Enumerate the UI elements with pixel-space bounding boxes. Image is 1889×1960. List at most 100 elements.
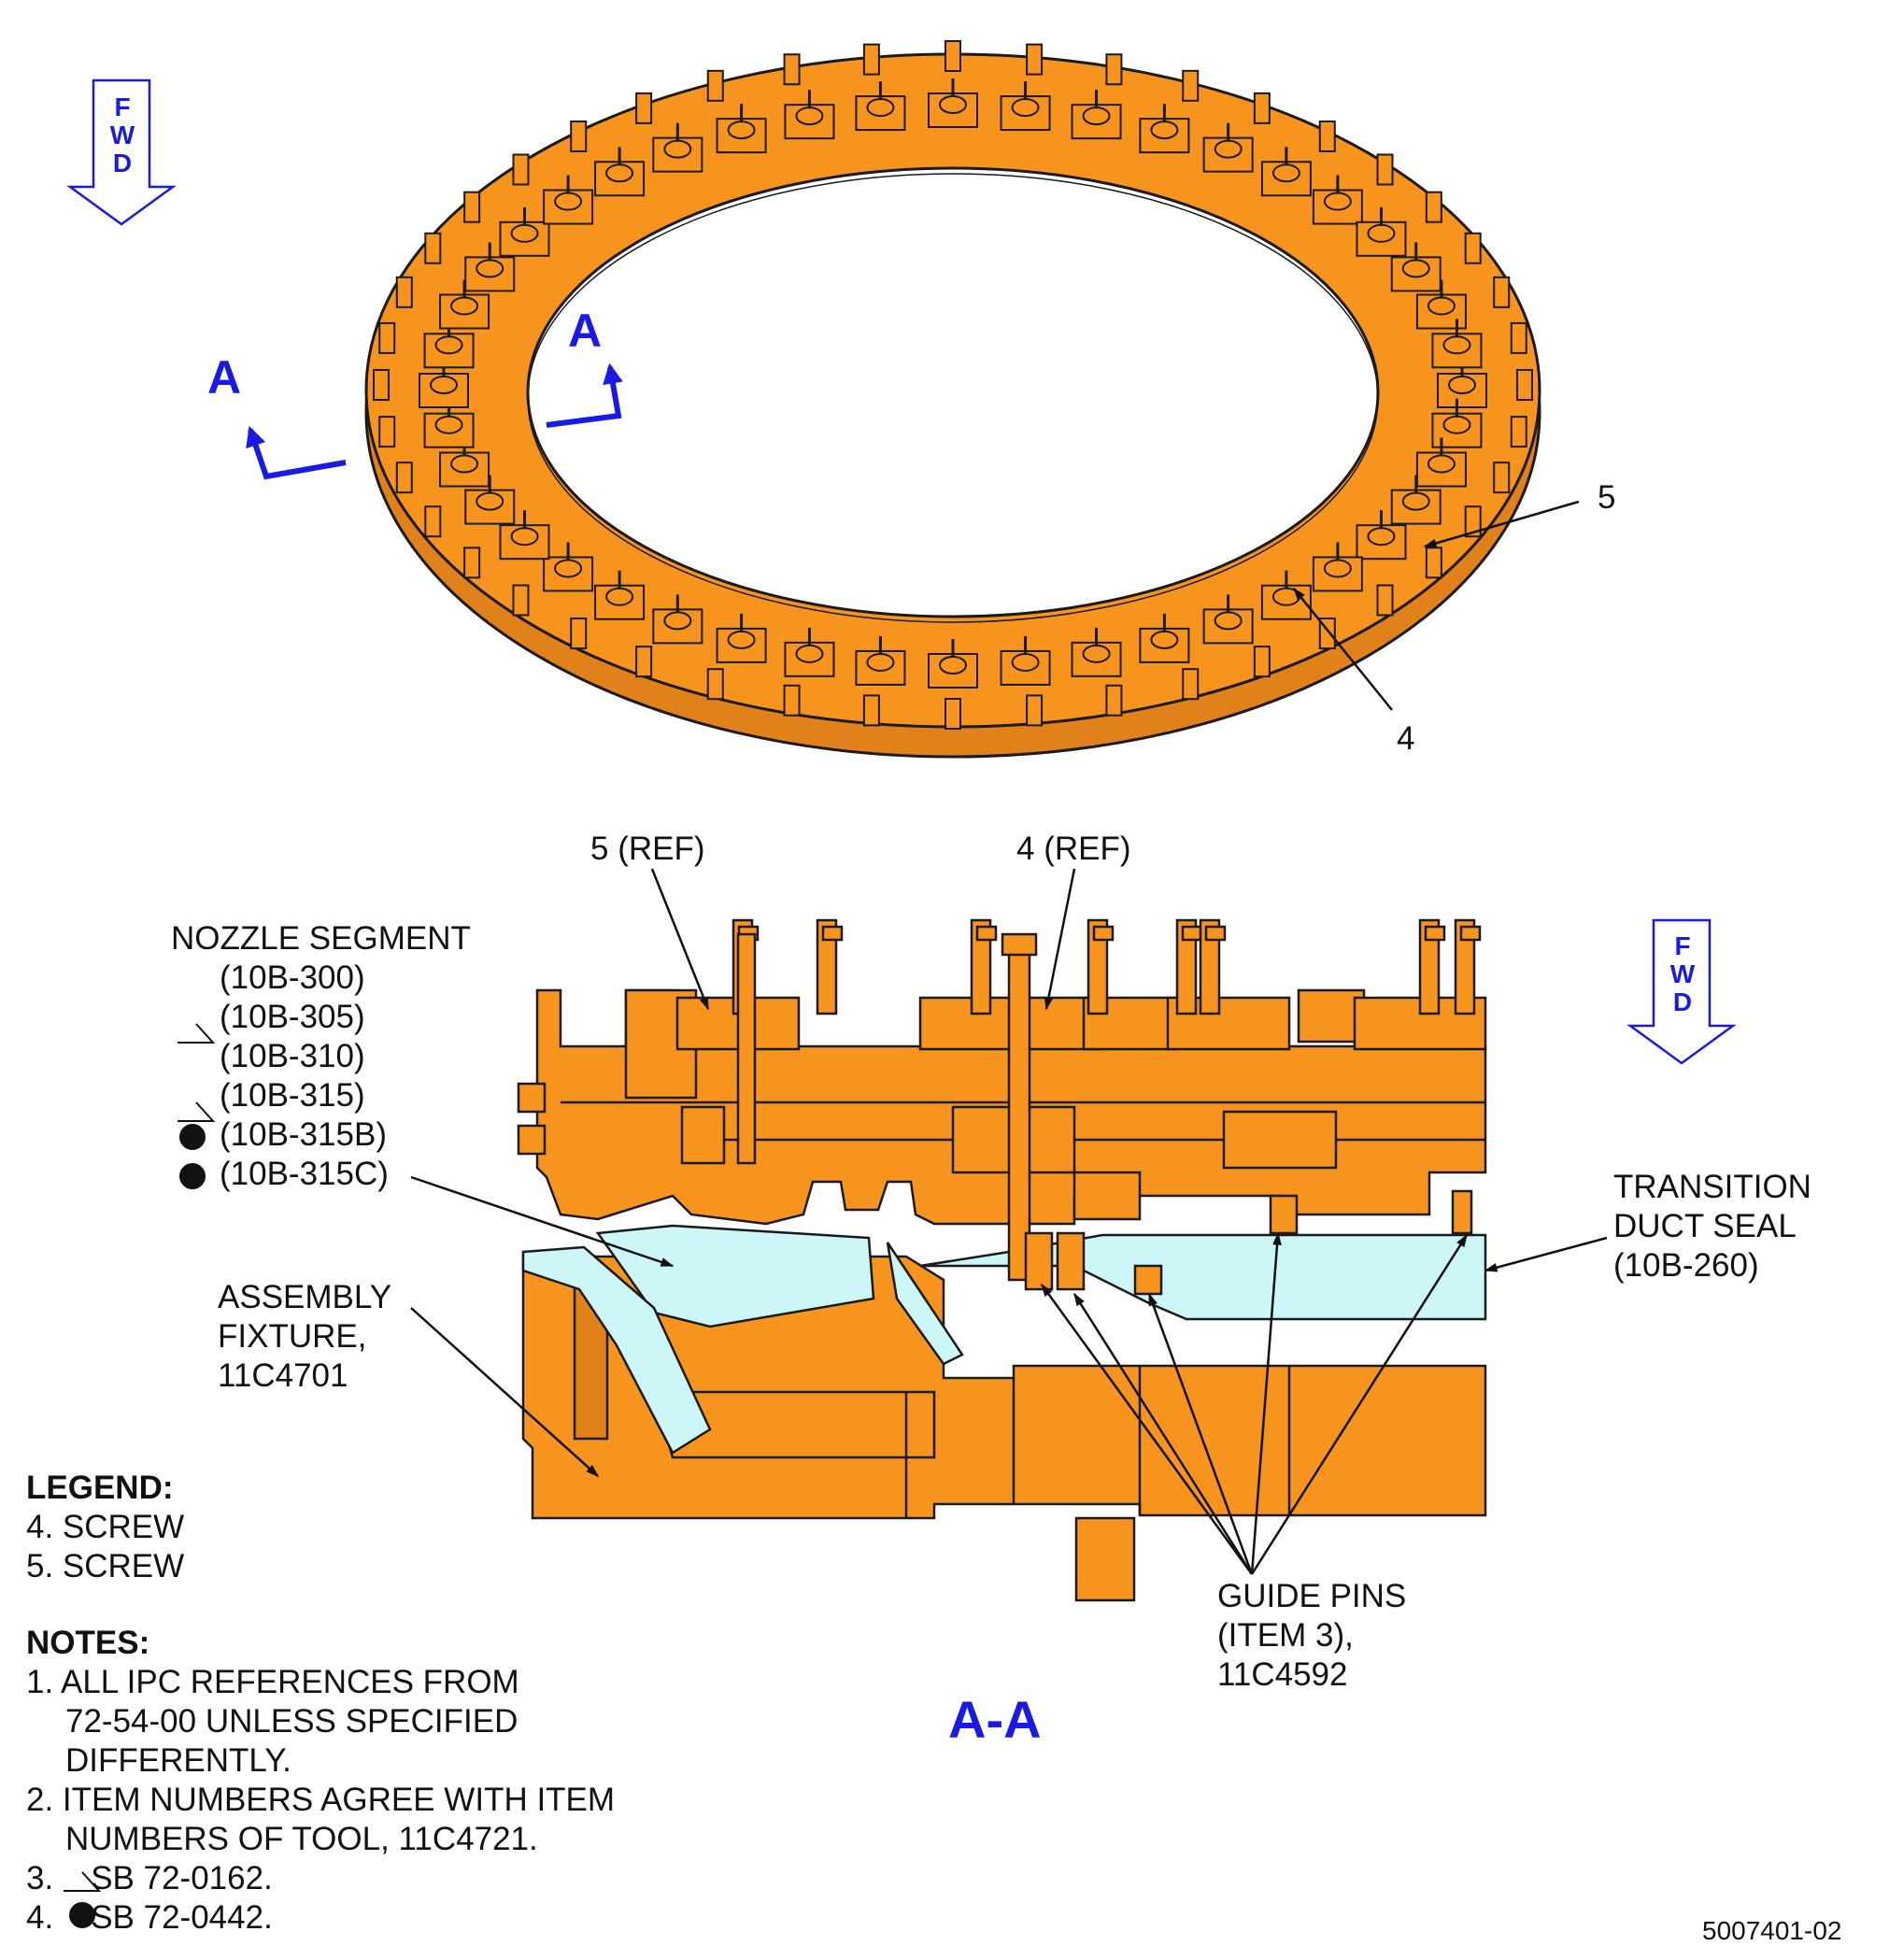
edge-tab bbox=[1510, 321, 1527, 354]
notes: NOTES: 1. ALL IPC REFERENCES FROM 72-54-… bbox=[26, 1624, 615, 1938]
segment-post bbox=[1175, 918, 1198, 1016]
dot-symbol-icon bbox=[69, 1902, 95, 1928]
fwd-label-top: F W D bbox=[108, 93, 136, 178]
label-line: ASSEMBLY bbox=[218, 1279, 392, 1315]
screw-head bbox=[1367, 527, 1396, 547]
label-line: GUIDE PINS bbox=[1217, 1578, 1407, 1614]
label-line: DUCT SEAL bbox=[1613, 1208, 1797, 1244]
screw-head bbox=[1323, 559, 1352, 578]
screw-head bbox=[1323, 192, 1352, 211]
note-line: NUMBERS OF TOOL, 11C4721. bbox=[65, 1821, 538, 1857]
edge-tab bbox=[570, 618, 588, 650]
edge-tab bbox=[1464, 505, 1482, 538]
screw-head bbox=[1401, 259, 1430, 278]
screw-head bbox=[1214, 611, 1243, 631]
dot-symbol-icon bbox=[179, 1124, 206, 1150]
note-line: 1. ALL IPC REFERENCES FROM bbox=[26, 1664, 519, 1700]
edge-tab bbox=[463, 547, 481, 579]
edge-tab bbox=[862, 694, 880, 727]
screw-head bbox=[727, 630, 756, 649]
nozzle-ring-assembly bbox=[364, 40, 1541, 759]
screw-head bbox=[727, 121, 756, 140]
edge-tab bbox=[1464, 232, 1482, 264]
edge-tab bbox=[1105, 684, 1123, 717]
segment-post bbox=[970, 918, 992, 1016]
edge-tab bbox=[1182, 69, 1200, 102]
edge-tab bbox=[424, 505, 442, 538]
ring-segments bbox=[373, 40, 1533, 730]
note-text: SB 72-0442. bbox=[91, 1899, 273, 1936]
screw-head bbox=[866, 652, 895, 672]
screw-head bbox=[1011, 98, 1040, 118]
fwd-arrow-top bbox=[66, 78, 177, 226]
nozzle-part: (10B-305) bbox=[220, 999, 365, 1035]
note-number: 4. bbox=[26, 1899, 54, 1936]
edge-tab bbox=[862, 43, 880, 76]
screw-head bbox=[1448, 376, 1476, 394]
segment-post bbox=[816, 918, 838, 1016]
screw-head bbox=[866, 98, 895, 118]
notes-title: NOTES: bbox=[26, 1625, 150, 1661]
screw-head bbox=[605, 587, 634, 606]
segment-post bbox=[1199, 918, 1221, 1016]
assembly-fixture-label: ASSEMBLY FIXTURE, 11C4701 bbox=[218, 1278, 391, 1396]
edge-tab bbox=[512, 584, 530, 617]
note-line: 4. SB 72-0442. bbox=[26, 1898, 615, 1938]
screw-head bbox=[1082, 107, 1111, 126]
edge-tab bbox=[1376, 153, 1394, 186]
segment-post bbox=[1454, 918, 1476, 1016]
edge-tab bbox=[706, 668, 724, 701]
screw-head bbox=[1214, 139, 1243, 159]
edge-tab bbox=[1425, 547, 1442, 579]
segment-post bbox=[1418, 918, 1441, 1016]
edge-tab bbox=[1425, 191, 1442, 223]
screw-head bbox=[939, 656, 967, 675]
screw-head bbox=[939, 95, 967, 114]
nozzle-part: (10B-315B) bbox=[220, 1116, 387, 1153]
legend-title: LEGEND: bbox=[26, 1470, 174, 1506]
screw-head bbox=[450, 296, 479, 316]
label-line: (ITEM 3), bbox=[1217, 1617, 1354, 1654]
nozzle-segment-title: NOZZLE SEGMENT bbox=[171, 920, 471, 957]
edge-tab bbox=[1516, 369, 1533, 401]
edge-tab bbox=[706, 69, 724, 102]
note-line: DIFFERENTLY. bbox=[65, 1742, 291, 1779]
note-line: 2. ITEM NUMBERS AGREE WITH ITEM bbox=[26, 1782, 616, 1818]
edge-tab bbox=[1026, 43, 1044, 76]
screw-head bbox=[1427, 296, 1456, 316]
post-cap bbox=[1204, 925, 1227, 942]
edge-tab bbox=[395, 276, 413, 308]
label-line: FIXTURE, bbox=[218, 1318, 367, 1355]
edge-tab bbox=[463, 191, 481, 223]
label-line: 11C4701 bbox=[218, 1357, 348, 1394]
nozzle-part: (10B-300) bbox=[220, 959, 365, 996]
fwd-letter: W bbox=[109, 121, 135, 149]
edge-tab bbox=[944, 40, 961, 72]
screw-head bbox=[1011, 652, 1040, 672]
screw-head bbox=[510, 223, 539, 243]
edge-tab bbox=[424, 232, 442, 264]
post-cap bbox=[1424, 925, 1446, 942]
triangle-symbol-icon bbox=[178, 1101, 216, 1122]
effectivity-symbols bbox=[64, 1023, 216, 1928]
screw-head bbox=[1442, 335, 1471, 355]
screw-head bbox=[430, 376, 458, 394]
edge-tab bbox=[944, 698, 961, 730]
screw-head bbox=[1150, 121, 1179, 140]
screw-head bbox=[1427, 454, 1456, 474]
screw-head bbox=[554, 559, 583, 578]
edge-tab bbox=[1318, 120, 1336, 152]
screw-head bbox=[476, 259, 504, 278]
nozzle-part: (10B-310) bbox=[220, 1038, 365, 1074]
note-number: 3. bbox=[26, 1860, 54, 1896]
callout-item-4: 4 bbox=[1397, 720, 1415, 757]
edge-tab bbox=[1182, 668, 1200, 701]
post-cap bbox=[975, 925, 998, 942]
screw-head bbox=[1082, 644, 1111, 663]
fwd-letter: D bbox=[112, 149, 133, 178]
top-callout-leaders bbox=[1293, 500, 1580, 711]
screw-head bbox=[450, 454, 479, 474]
edge-tab bbox=[1253, 646, 1271, 678]
section-cut-line bbox=[246, 362, 623, 480]
screw-head bbox=[1271, 163, 1300, 183]
